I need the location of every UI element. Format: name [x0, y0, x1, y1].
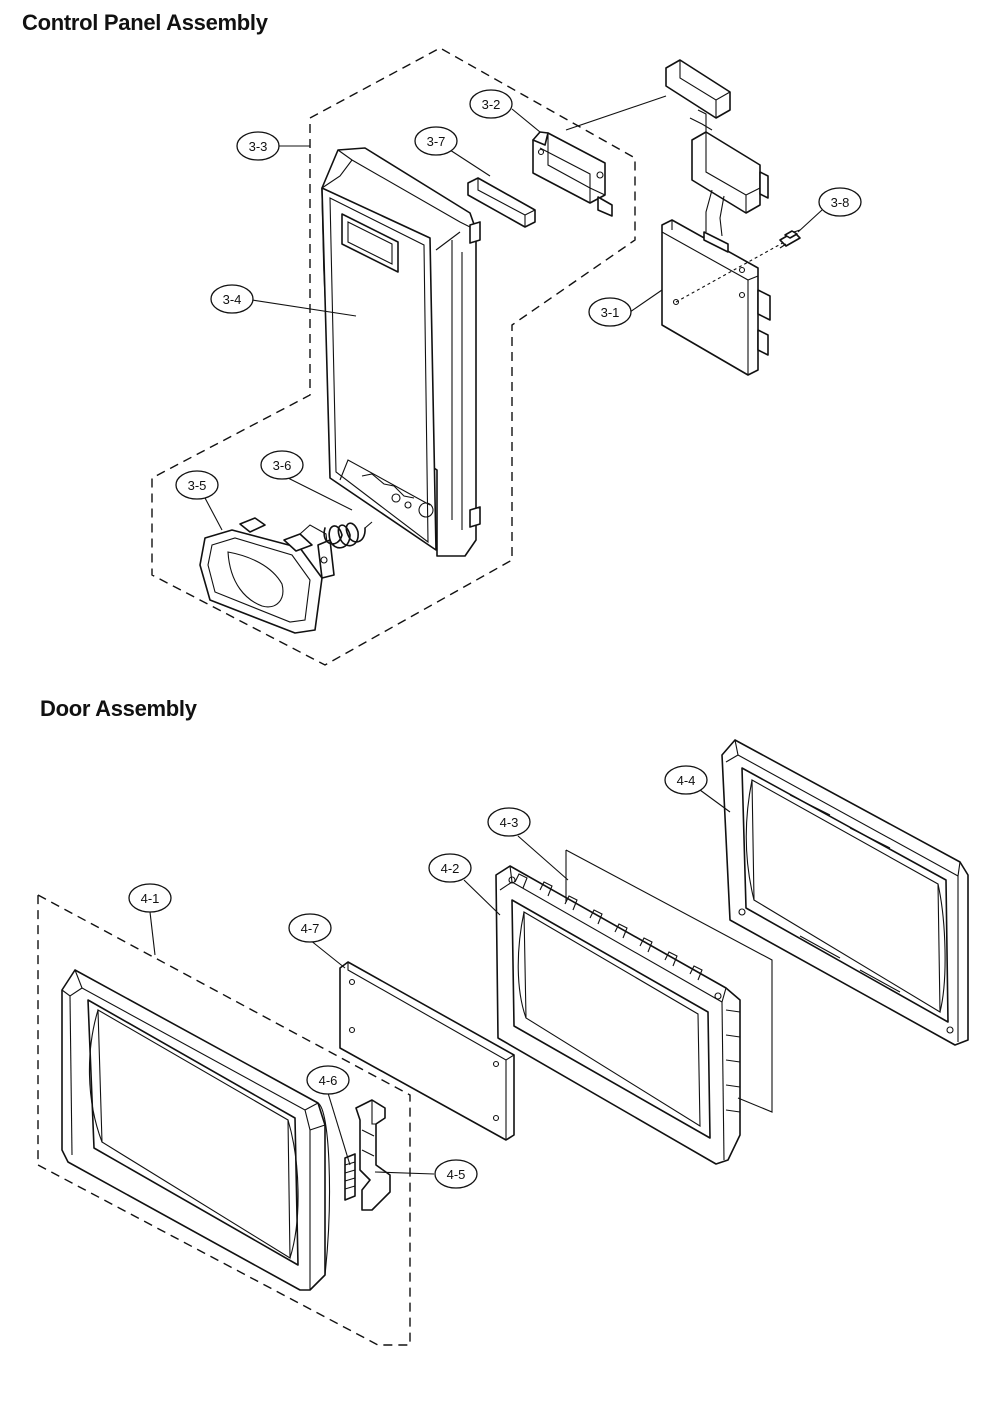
door-release-button-part [199, 517, 335, 634]
leader-4-5 [374, 1171, 435, 1175]
svg-text:4-5: 4-5 [447, 1167, 466, 1182]
control-panel-assembly-title: Control Panel Assembly [22, 10, 268, 35]
svg-text:3-7: 3-7 [427, 134, 446, 149]
leader-3-8 [797, 209, 823, 233]
svg-text:4-6: 4-6 [319, 1073, 338, 1088]
callout-4-5: 4-5 [434, 1159, 478, 1189]
door-back-frame-part [721, 739, 969, 1046]
callout-3-7: 3-7 [414, 126, 458, 156]
callout-3-4: 3-4 [210, 284, 254, 314]
callout-3-3: 3-3 [236, 131, 280, 161]
door-front-frame-part [61, 969, 331, 1291]
leader-3-4 [251, 299, 357, 317]
small-plate-part [467, 177, 536, 228]
svg-text:3-8: 3-8 [831, 195, 850, 210]
svg-text:3-1: 3-1 [601, 305, 620, 320]
callout-4-1: 4-1 [128, 883, 172, 913]
svg-text:3-5: 3-5 [188, 478, 207, 493]
spring-part [323, 521, 373, 549]
callout-4-2: 4-2 [428, 853, 472, 883]
door-group-boundary [37, 893, 411, 1346]
control-panel-frame-part [321, 147, 481, 557]
callout-3-5: 3-5 [175, 470, 219, 500]
bracket-part [532, 131, 613, 217]
door-assembly-title: Door Assembly [40, 696, 197, 721]
callout-4-6: 4-6 [306, 1065, 350, 1095]
door-inner-frame-part [495, 865, 741, 1165]
latch-part [344, 1099, 391, 1211]
circuit-board-part [661, 219, 789, 376]
screw-part [779, 229, 801, 249]
leader-4-2 [463, 879, 501, 916]
callout-3-8: 3-8 [818, 187, 862, 217]
callout-4-3: 4-3 [487, 807, 531, 837]
leader-4-6 [327, 1092, 351, 1166]
svg-text:3-3: 3-3 [249, 139, 268, 154]
door-screen-plate-part [339, 961, 515, 1141]
svg-text:3-6: 3-6 [273, 458, 292, 473]
svg-text:4-3: 4-3 [500, 815, 519, 830]
choke-cover-part [565, 849, 773, 1113]
svg-text:4-1: 4-1 [141, 891, 160, 906]
svg-text:3-2: 3-2 [482, 97, 501, 112]
svg-text:4-4: 4-4 [677, 773, 696, 788]
leader-3-5 [204, 497, 223, 531]
callout-3-2: 3-2 [469, 89, 513, 119]
callout-3-1: 3-1 [588, 297, 632, 327]
leader-cable [565, 95, 667, 131]
leader-4-1 [149, 911, 156, 956]
leader-3-7 [449, 149, 491, 177]
svg-text:4-2: 4-2 [441, 861, 460, 876]
leader-4-4 [699, 789, 731, 813]
leader-3-2 [511, 108, 541, 133]
callout-4-7: 4-7 [288, 913, 332, 943]
callout-3-6: 3-6 [260, 450, 304, 480]
ribbon-cable-part [665, 59, 769, 237]
leader-3-6 [287, 477, 353, 511]
leader-3-1 [629, 289, 663, 313]
leader-4-3 [517, 835, 569, 881]
leader-4-7 [309, 939, 346, 969]
callout-4-4: 4-4 [664, 765, 708, 795]
svg-text:3-4: 3-4 [223, 292, 242, 307]
svg-text:4-7: 4-7 [301, 921, 320, 936]
